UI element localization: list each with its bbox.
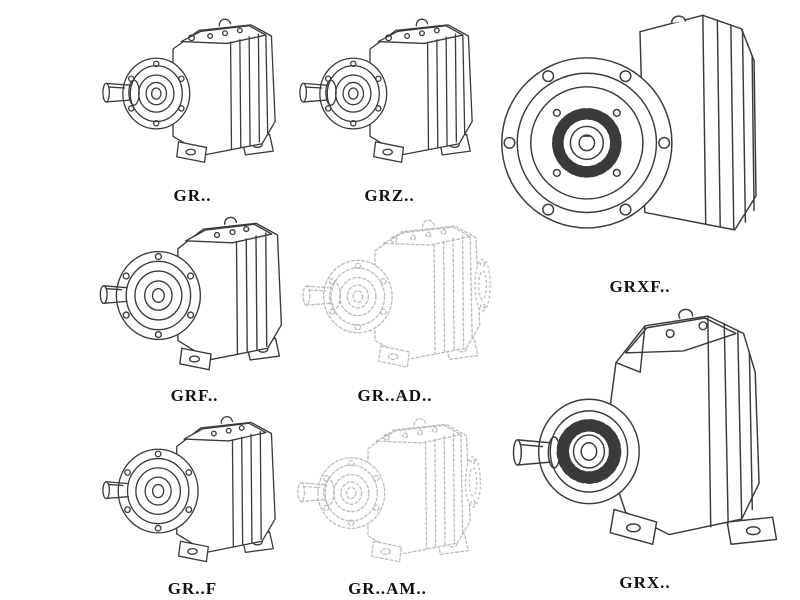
figure-label-gr-am: GR..AM.. [348,579,427,598]
figure-gr-f: GR..F [95,406,290,600]
gearbox-adapter-ghost-drawing [295,210,495,385]
gearbox-adapter-ghost-drawing [290,410,485,578]
gearbox-flange-iso-drawing [99,216,283,371]
figure-label-gr-ad: GR..AD.. [357,386,433,405]
figure-label-grz: GRZ.. [364,186,415,205]
figure-label-gr: GR.. [173,186,212,205]
figure-grz: GRZ.. [292,4,487,207]
gearbox-front-flange-drawing [495,2,785,276]
gearbox-iso-drawing [299,18,473,163]
figure-gr-am: GR..AM.. [290,410,485,600]
figure-gr-ad: GR..AD.. [295,210,495,407]
figure-grx: GRX.. [500,300,790,594]
gearbox-iso-drawing [102,18,276,163]
gearbox-large-iso-drawing [500,300,790,572]
figure-label-grf: GRF.. [170,386,219,405]
figure-grf: GRF.. [92,208,297,407]
figure-grxf: GRXF.. [495,2,785,298]
gearbox-flange-iso-drawing [102,416,276,563]
figure-gr: GR.. [95,4,290,207]
figure-label-grxf: GRXF.. [609,277,671,296]
figure-label-gr-f: GR..F [167,579,218,598]
figure-label-grx: GRX.. [619,573,671,592]
